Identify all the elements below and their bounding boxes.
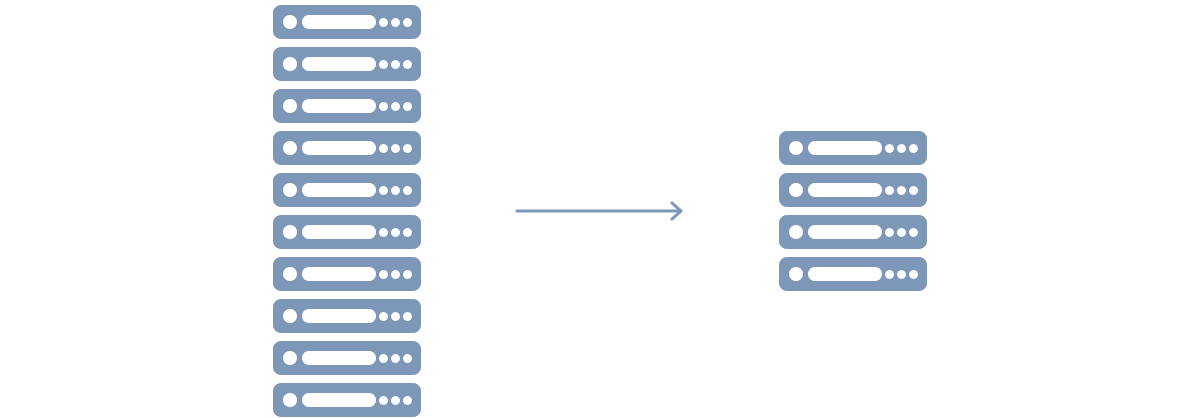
server-indicator-dot	[379, 354, 388, 363]
server-icon	[779, 173, 927, 207]
server-icon	[779, 215, 927, 249]
server-indicator-dot	[391, 144, 400, 153]
server-indicator-dot	[403, 312, 412, 321]
server-drive-slot	[302, 183, 376, 197]
server-icon	[273, 131, 421, 165]
server-drive-slot	[302, 351, 376, 365]
server-icon	[273, 257, 421, 291]
server-led	[283, 351, 297, 365]
server-rack-after	[779, 131, 927, 291]
server-indicator-dot	[379, 186, 388, 195]
server-indicator-dot	[897, 186, 906, 195]
server-icon	[273, 383, 421, 417]
server-indicator-dot	[391, 228, 400, 237]
server-led	[283, 183, 297, 197]
server-indicator-dot	[403, 396, 412, 405]
server-led	[283, 309, 297, 323]
server-indicator-dot	[403, 144, 412, 153]
server-indicator-dot	[885, 186, 894, 195]
server-led	[789, 225, 803, 239]
server-indicator-dot	[403, 18, 412, 27]
server-icon	[273, 173, 421, 207]
server-indicator-dot	[379, 396, 388, 405]
server-led	[789, 183, 803, 197]
server-icon	[273, 299, 421, 333]
server-icon	[779, 257, 927, 291]
server-indicator-dot	[391, 354, 400, 363]
server-indicator-dot	[885, 228, 894, 237]
server-indicator-dot	[403, 354, 412, 363]
server-indicator-dot	[391, 102, 400, 111]
server-icon	[273, 89, 421, 123]
server-indicator-dot	[391, 270, 400, 279]
server-drive-slot	[302, 309, 376, 323]
server-drive-slot	[808, 267, 882, 281]
server-led	[283, 57, 297, 71]
server-indicator-dot	[391, 396, 400, 405]
server-led	[283, 99, 297, 113]
server-indicator-dot	[391, 186, 400, 195]
server-indicator-dot	[379, 228, 388, 237]
server-drive-slot	[302, 57, 376, 71]
server-indicator-dot	[897, 144, 906, 153]
server-indicator-dot	[885, 270, 894, 279]
server-indicator-dot	[391, 60, 400, 69]
server-indicator-dot	[379, 102, 388, 111]
server-icon	[779, 131, 927, 165]
server-led	[789, 267, 803, 281]
server-indicator-dot	[379, 18, 388, 27]
server-indicator-dot	[897, 228, 906, 237]
server-drive-slot	[302, 393, 376, 407]
server-indicator-dot	[391, 312, 400, 321]
server-indicator-dot	[379, 270, 388, 279]
server-rack-before	[273, 5, 421, 417]
server-indicator-dot	[909, 270, 918, 279]
server-led	[283, 267, 297, 281]
server-indicator-dot	[379, 144, 388, 153]
server-led	[283, 225, 297, 239]
server-drive-slot	[808, 183, 882, 197]
server-led	[283, 393, 297, 407]
server-indicator-dot	[403, 102, 412, 111]
server-icon	[273, 5, 421, 39]
server-icon	[273, 215, 421, 249]
server-indicator-dot	[379, 312, 388, 321]
server-indicator-dot	[897, 270, 906, 279]
server-indicator-dot	[391, 18, 400, 27]
server-led	[789, 141, 803, 155]
server-indicator-dot	[403, 270, 412, 279]
server-icon	[273, 341, 421, 375]
server-drive-slot	[302, 225, 376, 239]
server-drive-slot	[302, 141, 376, 155]
server-indicator-dot	[909, 186, 918, 195]
server-drive-slot	[808, 141, 882, 155]
server-drive-slot	[808, 225, 882, 239]
server-indicator-dot	[379, 60, 388, 69]
server-led	[283, 141, 297, 155]
server-indicator-dot	[885, 144, 894, 153]
server-drive-slot	[302, 99, 376, 113]
server-drive-slot	[302, 267, 376, 281]
server-drive-slot	[302, 15, 376, 29]
arrow-right-icon	[515, 201, 683, 221]
server-icon	[273, 47, 421, 81]
server-indicator-dot	[403, 60, 412, 69]
server-indicator-dot	[909, 228, 918, 237]
server-indicator-dot	[909, 144, 918, 153]
server-indicator-dot	[403, 186, 412, 195]
server-led	[283, 15, 297, 29]
server-indicator-dot	[403, 228, 412, 237]
